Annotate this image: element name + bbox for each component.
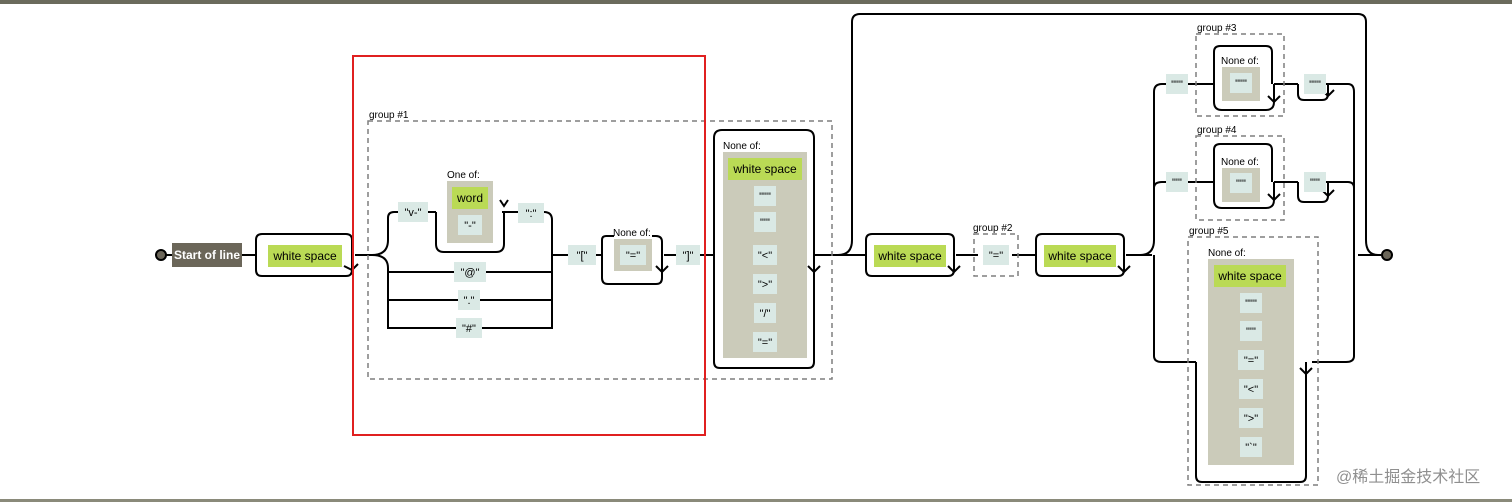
group-4-label: group #4 [1197, 125, 1237, 136]
group-2-box [973, 233, 1019, 277]
literal-lt-2-text: "<" [1244, 384, 1258, 396]
literal-dash [458, 215, 482, 235]
group-1-label: group #1 [369, 110, 409, 121]
literal-left-bracket [568, 245, 596, 265]
literal-gt-1-text: ">" [758, 279, 772, 291]
literal-dot [458, 290, 480, 310]
literal-equals-1-text: "=" [626, 250, 640, 262]
white-space-label-4: white space [732, 162, 797, 176]
literal-squote-1-text: "'" [760, 217, 770, 229]
literal-lt-2 [1239, 379, 1263, 399]
literal-squote-1 [754, 212, 776, 232]
group-5-label: group #5 [1189, 226, 1229, 237]
literal-gt-1 [753, 274, 777, 294]
top-border [0, 0, 1512, 4]
literal-dquote-2 [1230, 73, 1252, 93]
literal-dquote-3-text: """ [1245, 298, 1257, 310]
literal-equals-1 [620, 245, 646, 265]
bottom-border [0, 499, 1512, 502]
literal-squote-open [1166, 172, 1188, 192]
none-of-label-4: None of: [1221, 157, 1259, 168]
literal-colon [518, 203, 544, 223]
none-of-label-2: None of: [723, 141, 761, 152]
none-of-label-5: None of: [1208, 248, 1246, 259]
group-1-box [367, 120, 833, 380]
literal-v-dash-text: "v-" [405, 207, 422, 219]
white-space-label-5: white space [1217, 269, 1282, 283]
literal-dquote-close [1304, 74, 1326, 94]
literal-dquote-open-text: """ [1171, 79, 1183, 91]
literal-squote-3 [1240, 321, 1262, 341]
literal-squote-2-text: "'" [1236, 178, 1246, 190]
white-space-node-5 [1214, 265, 1286, 287]
literal-hash-text: "#" [462, 323, 476, 335]
literal-hash [456, 318, 482, 338]
literal-equals-2 [753, 332, 777, 352]
literal-slash [754, 303, 776, 323]
none-of-label-3: None of: [1221, 56, 1259, 67]
literal-lt-1-text: "<" [758, 250, 772, 262]
literal-gt-2-text: ">" [1244, 413, 1258, 425]
literal-at-text: "@" [461, 267, 480, 279]
literal-equals-4 [1238, 350, 1264, 370]
literal-dash-text: "-" [464, 220, 476, 232]
white-space-node-2 [874, 245, 946, 267]
end-terminal [1381, 249, 1393, 261]
literal-right-bracket [676, 245, 700, 265]
literal-equals-2-text: "=" [758, 337, 772, 349]
literal-lt-1 [753, 245, 777, 265]
literal-dquote-1 [754, 186, 776, 206]
white-space-node-1 [268, 245, 342, 267]
group-3-box [1195, 33, 1285, 117]
literal-dquote-open [1166, 74, 1188, 94]
wire-lines [155, 13, 1393, 483]
white-space-label-3: white space [1047, 249, 1112, 263]
literal-dquote-1-text: """ [759, 191, 771, 203]
literal-backtick [1240, 437, 1262, 457]
literal-backtick-text: "`" [1245, 442, 1257, 454]
literal-equals-4-text: "=" [1244, 355, 1258, 367]
group-2-label: group #2 [973, 223, 1013, 234]
word-label: word [456, 191, 483, 205]
white-space-node-3 [1044, 245, 1116, 267]
start-of-line-node [172, 243, 242, 267]
literal-dquote-3 [1240, 293, 1262, 313]
literal-colon-text: ":" [526, 208, 537, 220]
literal-squote-close-text: "'" [1310, 177, 1320, 189]
one-of-label: One of: [447, 170, 480, 181]
watermark-text: @稀土掘金技术社区 [1336, 468, 1480, 486]
white-space-node-4 [728, 158, 802, 180]
literal-dot-text: "." [464, 295, 475, 307]
group-4-box [1195, 135, 1285, 221]
white-space-label-1: white space [272, 249, 337, 263]
literal-v-dash [398, 202, 428, 222]
literal-right-bracket-text: "]" [683, 250, 694, 262]
group-3-label: group #3 [1197, 23, 1237, 34]
white-space-label-2: white space [877, 249, 942, 263]
literal-equals-3 [983, 245, 1009, 265]
literal-equals-3-text: "=" [989, 250, 1003, 262]
literal-squote-3-text: "'" [1246, 326, 1256, 338]
none-of-label-1: None of: [613, 228, 651, 239]
literal-dquote-close-text: """ [1309, 79, 1321, 91]
literal-slash-text: "/" [760, 308, 771, 320]
literal-squote-open-text: "'" [1172, 177, 1182, 189]
word-node [452, 187, 488, 209]
highlight-box [352, 55, 706, 436]
literal-squote-close [1304, 172, 1326, 192]
literal-dquote-2-text: """ [1235, 78, 1247, 90]
literal-gt-2 [1239, 408, 1263, 428]
start-of-line-label: Start of line [174, 248, 240, 262]
start-terminal [155, 249, 167, 261]
group-5-box [1187, 236, 1319, 486]
literal-at [454, 262, 486, 282]
literal-left-bracket-text: "[" [577, 250, 588, 262]
literal-squote-2 [1230, 173, 1252, 193]
